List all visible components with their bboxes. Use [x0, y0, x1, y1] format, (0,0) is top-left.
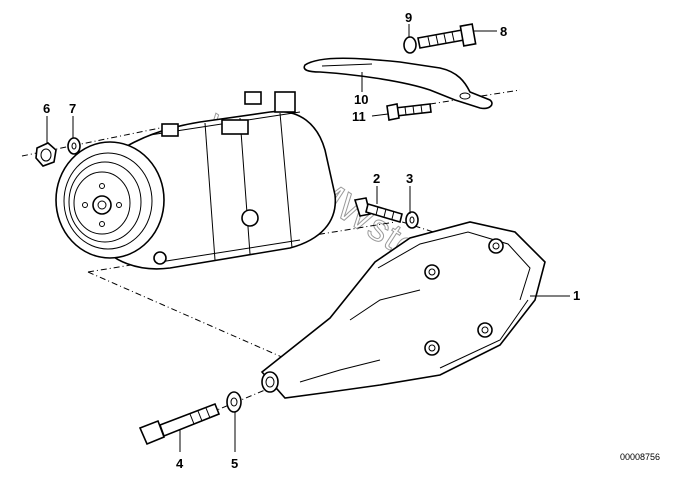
callout-3: 3: [406, 171, 413, 186]
callout-7: 7: [69, 101, 76, 116]
mounting-bracket: [260, 221, 546, 399]
washer-3: [405, 211, 419, 229]
nut-6: [35, 142, 57, 167]
callout-9: 9: [405, 10, 412, 25]
bolt-2: [353, 197, 403, 224]
callout-2: 2: [373, 171, 380, 186]
callout-8: 8: [500, 24, 507, 39]
ac-compressor: [55, 91, 337, 270]
callout-10: 10: [354, 92, 368, 107]
bolt-8: [417, 23, 477, 49]
diagram-code: 00008756: [620, 452, 660, 462]
callout-11: 11: [352, 109, 366, 124]
callout-1: 1: [573, 288, 580, 303]
callout-4: 4: [176, 456, 184, 471]
callout-6: 6: [43, 101, 50, 116]
washer-9: [403, 36, 417, 54]
callout-labels: 1 2 3 4 5 6 7 8 9 10 11: [43, 10, 580, 471]
bolt-11: [386, 103, 432, 121]
leader-lines: [46, 24, 570, 452]
tension-strap: [303, 57, 493, 110]
bolt-4: [138, 402, 221, 446]
washer-5: [226, 391, 242, 413]
washer-7: [67, 137, 81, 155]
callout-5: 5: [231, 456, 238, 471]
